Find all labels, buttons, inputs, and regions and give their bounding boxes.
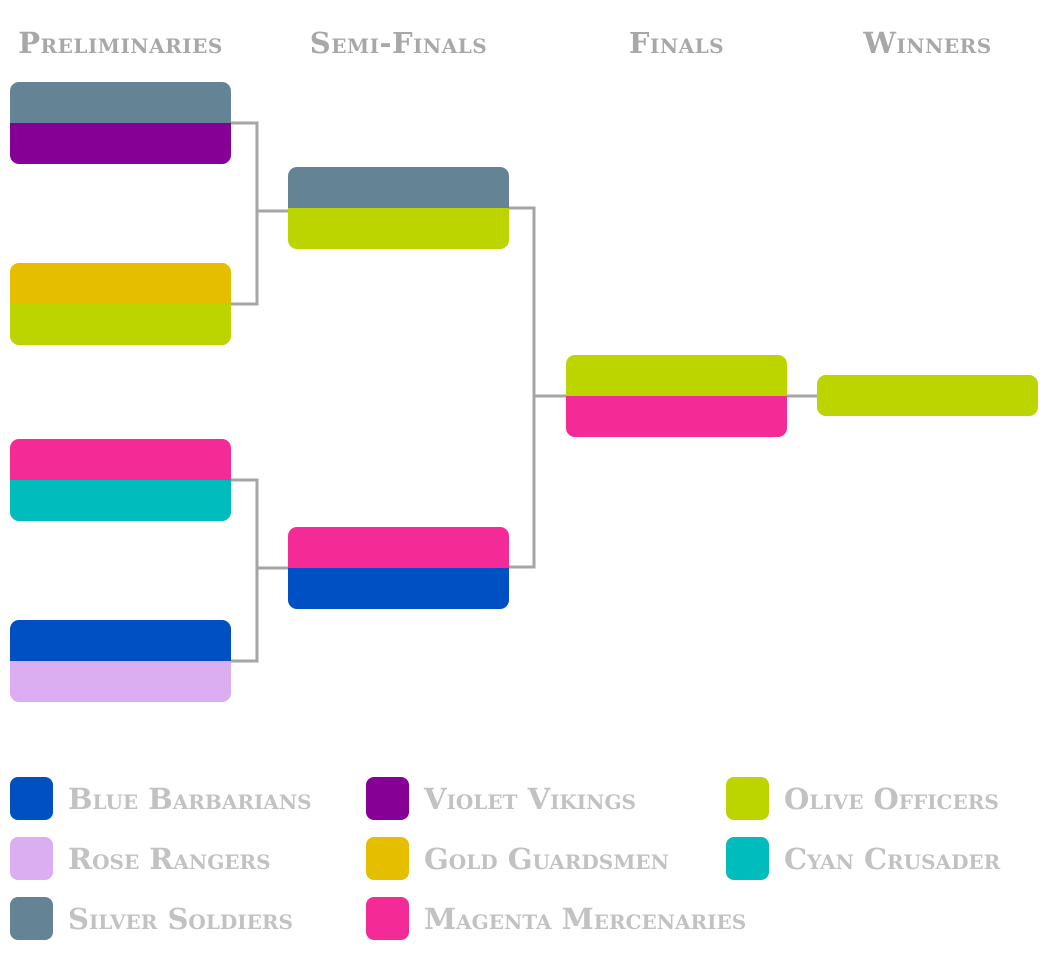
slot-magenta-mercenaries [566, 396, 787, 437]
legend-label: Cyan Crusader [784, 842, 1001, 876]
slot-olive-officers [566, 355, 787, 396]
round-label-semi-finals: Semi-Finals [309, 26, 488, 60]
match-prelim-1 [10, 82, 231, 164]
legend-swatch [726, 777, 769, 820]
legend-swatch [10, 897, 53, 940]
round-label-preliminaries: Preliminaries [18, 26, 223, 60]
slot-cyan-crusader [10, 480, 231, 521]
round-label-winners: Winners [863, 26, 992, 60]
slot-silver-soldiers [10, 82, 231, 123]
legend-swatch [10, 837, 53, 880]
legend-label: Blue Barbarians [68, 782, 312, 816]
legend-label: Gold Guardsmen [424, 842, 669, 876]
legend-swatch [366, 777, 409, 820]
connector-semis [509, 206, 536, 569]
slot-olive-officers [10, 304, 231, 345]
match-final [566, 355, 787, 437]
match-prelim-3 [10, 439, 231, 521]
slot-violet-vikings [10, 123, 231, 164]
legend-swatch [726, 837, 769, 880]
legend-label: Silver Soldiers [68, 902, 293, 936]
match-prelim-4 [10, 620, 231, 702]
legend-label: Magenta Mercenaries [424, 902, 747, 936]
connector-prelim-1-2 [231, 121, 259, 306]
slot-silver-soldiers [288, 167, 509, 208]
winner-slot [817, 375, 1038, 416]
slot-magenta-mercenaries [288, 527, 509, 568]
slot-gold-guardsmen [10, 263, 231, 304]
slot-rose-rangers [10, 661, 231, 702]
slot-blue-barbarians [10, 620, 231, 661]
legend-label: Olive Officers [784, 782, 999, 816]
legend-label: Rose Rangers [68, 842, 271, 876]
match-semi-1 [288, 167, 509, 249]
connector-prelim-3-4 [231, 478, 259, 663]
round-label-finals: Finals [628, 26, 725, 60]
slot-magenta-mercenaries [10, 439, 231, 480]
legend-swatch [10, 777, 53, 820]
legend-swatch [366, 837, 409, 880]
slot-blue-barbarians [288, 568, 509, 609]
match-semi-2 [288, 527, 509, 609]
legend-label: Violet Vikings [424, 782, 636, 816]
match-prelim-2 [10, 263, 231, 345]
slot-olive-officers [288, 208, 509, 249]
legend-swatch [366, 897, 409, 940]
